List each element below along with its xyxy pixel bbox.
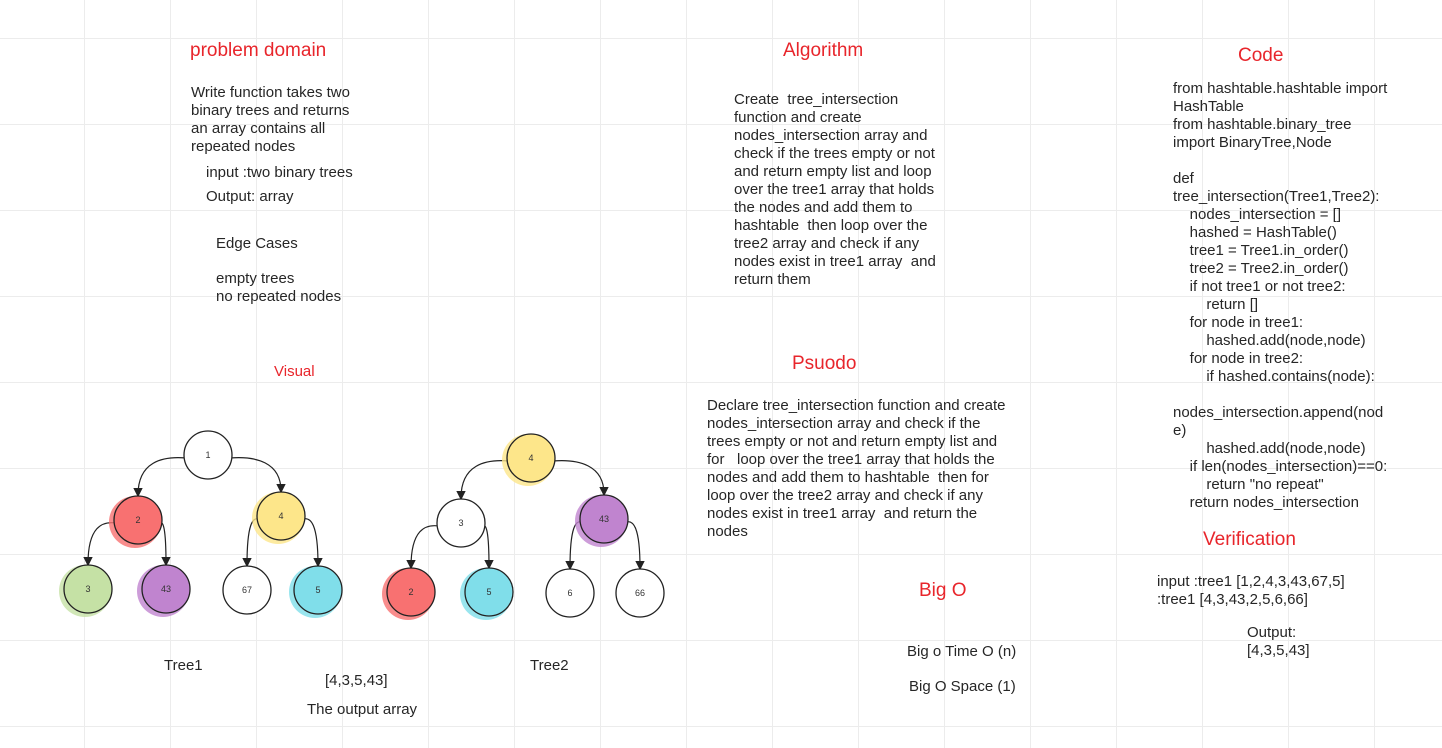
- pseudo-text: Declare tree_intersection function and c…: [707, 397, 1006, 540]
- tree2-node-label: 66: [635, 588, 645, 598]
- pseudo-title: Psuodo: [792, 353, 857, 374]
- tree2-node-circle: [506, 433, 556, 483]
- tree1-node-label: 1: [205, 450, 210, 460]
- tree1-node-circle: [183, 430, 233, 480]
- tree2-node: 3: [436, 498, 486, 548]
- tree2-edge: [456, 460, 510, 501]
- algorithm-text: Create tree_intersection function and cr…: [734, 91, 936, 288]
- output-array-caption: The output array: [307, 701, 418, 718]
- tree2-node-label: 2: [408, 587, 413, 597]
- tree1-caption: Tree1: [164, 657, 203, 674]
- code-text: from hashtable.hashtable import HashTabl…: [1173, 80, 1388, 511]
- tree1-node: 5: [289, 565, 343, 618]
- tree1-edge: [229, 457, 286, 494]
- tree1-node-label: 3: [85, 584, 90, 594]
- verification-input: input :tree1 [1,2,4,3,43,67,5] :tree1 [4…: [1157, 573, 1345, 608]
- big-o-space: Big O Space (1): [909, 678, 1016, 695]
- tree1-edge: [133, 457, 187, 498]
- tree2-node-circle: [615, 568, 665, 618]
- code-title: Code: [1238, 45, 1284, 66]
- tree2-node: 6: [545, 568, 595, 618]
- verification-title: Verification: [1203, 529, 1296, 550]
- tree1-node-label: 2: [135, 515, 140, 525]
- big-o-time: Big o Time O (n): [907, 643, 1017, 660]
- tree2-edge: [552, 460, 609, 497]
- tree2-node-label: 5: [486, 587, 491, 597]
- problem-description: Write function takes two binary trees an…: [191, 84, 350, 155]
- tree1-node-circle: [141, 564, 191, 614]
- tree1-edge: [302, 518, 323, 568]
- tree1-node-label: 43: [161, 584, 171, 594]
- tree1-node-circle: [222, 565, 272, 615]
- tree2-node-label: 6: [567, 588, 572, 598]
- tree2-node-circle: [464, 567, 514, 617]
- tree1-node-circle: [113, 495, 163, 545]
- edge-cases-title: Edge Cases: [216, 235, 298, 252]
- verification-output: Output: [4,3,5,43]: [1247, 624, 1310, 659]
- tree1-node-circle: [63, 564, 113, 614]
- tree1-node-circle: [293, 565, 343, 615]
- tree1-node: 43: [137, 564, 191, 617]
- tree2-node-circle: [545, 568, 595, 618]
- tree2-node: 43: [575, 494, 629, 547]
- tree1-node-label: 4: [278, 511, 283, 521]
- tree2-node: 2: [382, 567, 436, 620]
- input-text: input :two binary trees: [206, 164, 353, 181]
- tree1-node-label: 67: [242, 585, 252, 595]
- tree1-node: 67: [222, 565, 272, 615]
- tree2-node: 5: [460, 567, 514, 620]
- tree2-node: 4: [502, 433, 556, 486]
- tree1-node: 2: [109, 495, 163, 548]
- tree2-node-circle: [579, 494, 629, 544]
- visual-title: Visual: [274, 363, 315, 380]
- tree2-node-label: 3: [458, 518, 463, 528]
- tree2-edge: [625, 521, 645, 571]
- tree1-node: 1: [183, 430, 233, 480]
- tree1-node: 4: [252, 491, 306, 544]
- tree1-node-label: 5: [315, 585, 320, 595]
- tree2-node-circle: [436, 498, 486, 548]
- problem-domain-title: problem domain: [190, 40, 327, 61]
- tree2-caption: Tree2: [530, 657, 569, 674]
- tree2-node-label: 4: [528, 453, 533, 463]
- output-array-value: [4,3,5,43]: [325, 672, 388, 689]
- tree2-node-circle: [386, 567, 436, 617]
- tree2-edge: [406, 525, 440, 570]
- algorithm-title: Algorithm: [783, 40, 864, 61]
- edge-cases-list: empty trees no repeated nodes: [216, 270, 342, 305]
- big-o-title: Big O: [919, 580, 967, 601]
- output-text: Output: array: [206, 188, 294, 205]
- tree2-node: 66: [615, 568, 665, 618]
- tree1-node: 3: [59, 564, 113, 617]
- tree1-node-circle: [256, 491, 306, 541]
- tree2-node-label: 43: [599, 514, 609, 524]
